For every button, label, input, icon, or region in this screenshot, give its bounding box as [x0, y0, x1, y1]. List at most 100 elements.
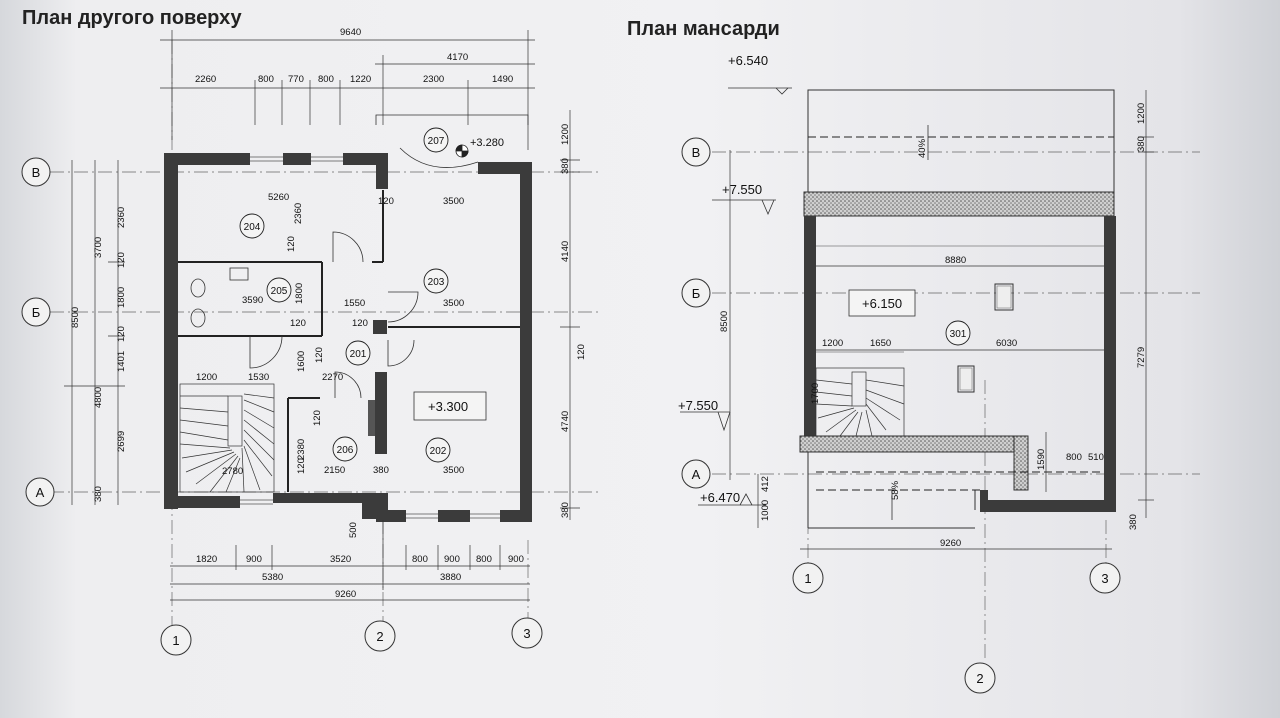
- level-floor: +6.150: [862, 296, 902, 311]
- slope-arrows: [891, 125, 929, 520]
- dim-attic-r-bot: 380: [1128, 514, 1139, 530]
- dim-205-partition: 120: [290, 318, 306, 329]
- level-upper: +7.550: [722, 182, 762, 197]
- attic-axis-label-b: В: [692, 145, 701, 160]
- dim-stair-a: 1200: [196, 372, 217, 383]
- room-301-marker: [945, 320, 971, 346]
- dim-205-width: 3590: [242, 295, 263, 306]
- dim-left-inner-2: 120: [116, 252, 127, 268]
- axis-label-3: 3: [523, 626, 530, 641]
- second-floor-plan: 9640 4170 2260 800 770 800 1220 2300 149…: [21, 27, 600, 656]
- dim-bottom-chain-2: 900: [246, 554, 262, 565]
- windows: [240, 156, 500, 519]
- room-201: 201: [350, 349, 367, 360]
- roof-top-outline: [807, 89, 1115, 193]
- dim-attic-l-bot-a: 1000: [760, 500, 771, 521]
- dim-top-chain-6: 2300: [423, 74, 444, 85]
- room-206: 206: [337, 445, 354, 456]
- dim-right-2: 380: [560, 158, 571, 174]
- axis-labels: В Б А 1 2 3: [32, 165, 531, 648]
- level-lower: +7.550: [678, 398, 718, 413]
- dim-attic-right-h: 7279: [1136, 347, 1147, 368]
- attic-axis-label-1: 1: [804, 571, 811, 586]
- dim-201-partition: 120: [352, 318, 368, 329]
- dim-206-height: 2380: [296, 439, 307, 460]
- dim-bottom-chain-1: 1820: [196, 554, 217, 565]
- dim-203-top: 3500: [443, 196, 464, 207]
- right-plan-title: План мансарди: [627, 18, 780, 40]
- dim-attic-r-top-b: 380: [1136, 136, 1147, 152]
- attic-level-box: [848, 289, 916, 317]
- roof-window-2: [957, 365, 975, 393]
- dim-bottom-chain-5: 900: [444, 554, 460, 565]
- dim-bottom-mid-2: 3880: [440, 572, 461, 583]
- room-markers: [239, 127, 451, 463]
- level-ridge: +6.540: [728, 53, 768, 68]
- dim-203-top-small: 120: [378, 196, 394, 207]
- dim-top-overall: 9640: [340, 27, 361, 38]
- axis-label-2: 2: [376, 629, 383, 644]
- dim-202-width: 3500: [443, 465, 464, 476]
- room-207: 207: [428, 136, 445, 147]
- dim-attic-width: 8880: [945, 255, 966, 266]
- dim-201-width: 1550: [344, 298, 365, 309]
- roof-window-1: [994, 283, 1014, 311]
- dim-bottom-mid-1: 5380: [262, 572, 283, 583]
- dim-left-inner-7: 380: [93, 486, 104, 502]
- attic-staircase: [815, 367, 905, 437]
- dim-top-right-total: 4170: [447, 52, 468, 63]
- room-numbers: 204 205 201 203 202 206 207: [244, 136, 447, 457]
- axis-label-1: 1: [172, 633, 179, 648]
- room-301: 301: [950, 329, 967, 340]
- attic-axis-label-3: 3: [1101, 571, 1108, 586]
- attic-walls: [804, 216, 1116, 512]
- dim-attic-seg-b: 1650: [870, 338, 891, 349]
- dim-bottom-chain-4: 800: [412, 554, 428, 565]
- slope-top: 40%: [917, 138, 928, 158]
- room-204: 204: [244, 222, 261, 233]
- dim-right-6: 380: [560, 502, 571, 518]
- room-205: 205: [271, 286, 288, 297]
- dim-left-mid-1: 3700: [93, 237, 104, 258]
- dim-left-inner-6: 2699: [116, 431, 127, 452]
- dim-bottom-chain-3: 3520: [330, 554, 351, 565]
- dim-stair-b: 1530: [248, 372, 269, 383]
- attic-dimensions: 8880 1200 1650 6030 9260 8500 7279 1200 …: [719, 103, 1147, 549]
- attic-axis-bubbles: [681, 137, 1121, 694]
- dim-bottom-chain-7: 900: [508, 554, 524, 565]
- attic-axis-label-a: А: [692, 467, 701, 482]
- room-203: 203: [428, 277, 445, 288]
- staircase: [179, 383, 275, 493]
- dim-attic-l-bot-b: 412: [760, 476, 771, 492]
- dim-bottom-overall: 9260: [335, 589, 356, 600]
- dim-left-inner-5: 1401: [116, 351, 127, 372]
- balcony-outline: [375, 114, 529, 168]
- left-plan-title: План другого поверху: [22, 7, 242, 29]
- dim-205-height: 1800: [294, 283, 305, 304]
- dim-201-height: 1600: [296, 351, 307, 372]
- dim-left-inner-4: 120: [116, 326, 127, 342]
- dim-attic-overall: 9260: [940, 538, 961, 549]
- bottom-dimension-lines: [170, 520, 530, 601]
- dim-204-partition: 120: [286, 236, 297, 252]
- dim-attic-510: 510: [1088, 452, 1104, 463]
- dim-attic-800: 800: [1066, 452, 1082, 463]
- door-swings: [249, 231, 419, 399]
- dim-left-inner-3: 1800: [116, 287, 127, 308]
- dim-attic-r-top-a: 1200: [1136, 103, 1147, 124]
- left-dimension-lines: [64, 160, 125, 505]
- level-eave: +6.470: [700, 490, 740, 505]
- interior-dimensions: 5260 2360 120 3590 1800 120 1550 120 160…: [196, 192, 464, 477]
- dim-left-mid-2: 4800: [93, 387, 104, 408]
- attic-axis-label-2: 2: [976, 671, 983, 686]
- dim-top-chain-2: 800: [258, 74, 274, 85]
- attic-level-marks: [680, 87, 792, 506]
- axis-label-a: А: [36, 485, 45, 500]
- attic-axis-label-be: Б: [692, 286, 701, 301]
- attic-axis-labels: В Б А 1 3 2: [692, 145, 1109, 686]
- dim-bottom-chain-6: 800: [476, 554, 492, 565]
- dim-206-width: 2150: [324, 465, 345, 476]
- dim-left-inner-1: 2360: [116, 207, 127, 228]
- level-balcony: +3.280: [470, 137, 504, 149]
